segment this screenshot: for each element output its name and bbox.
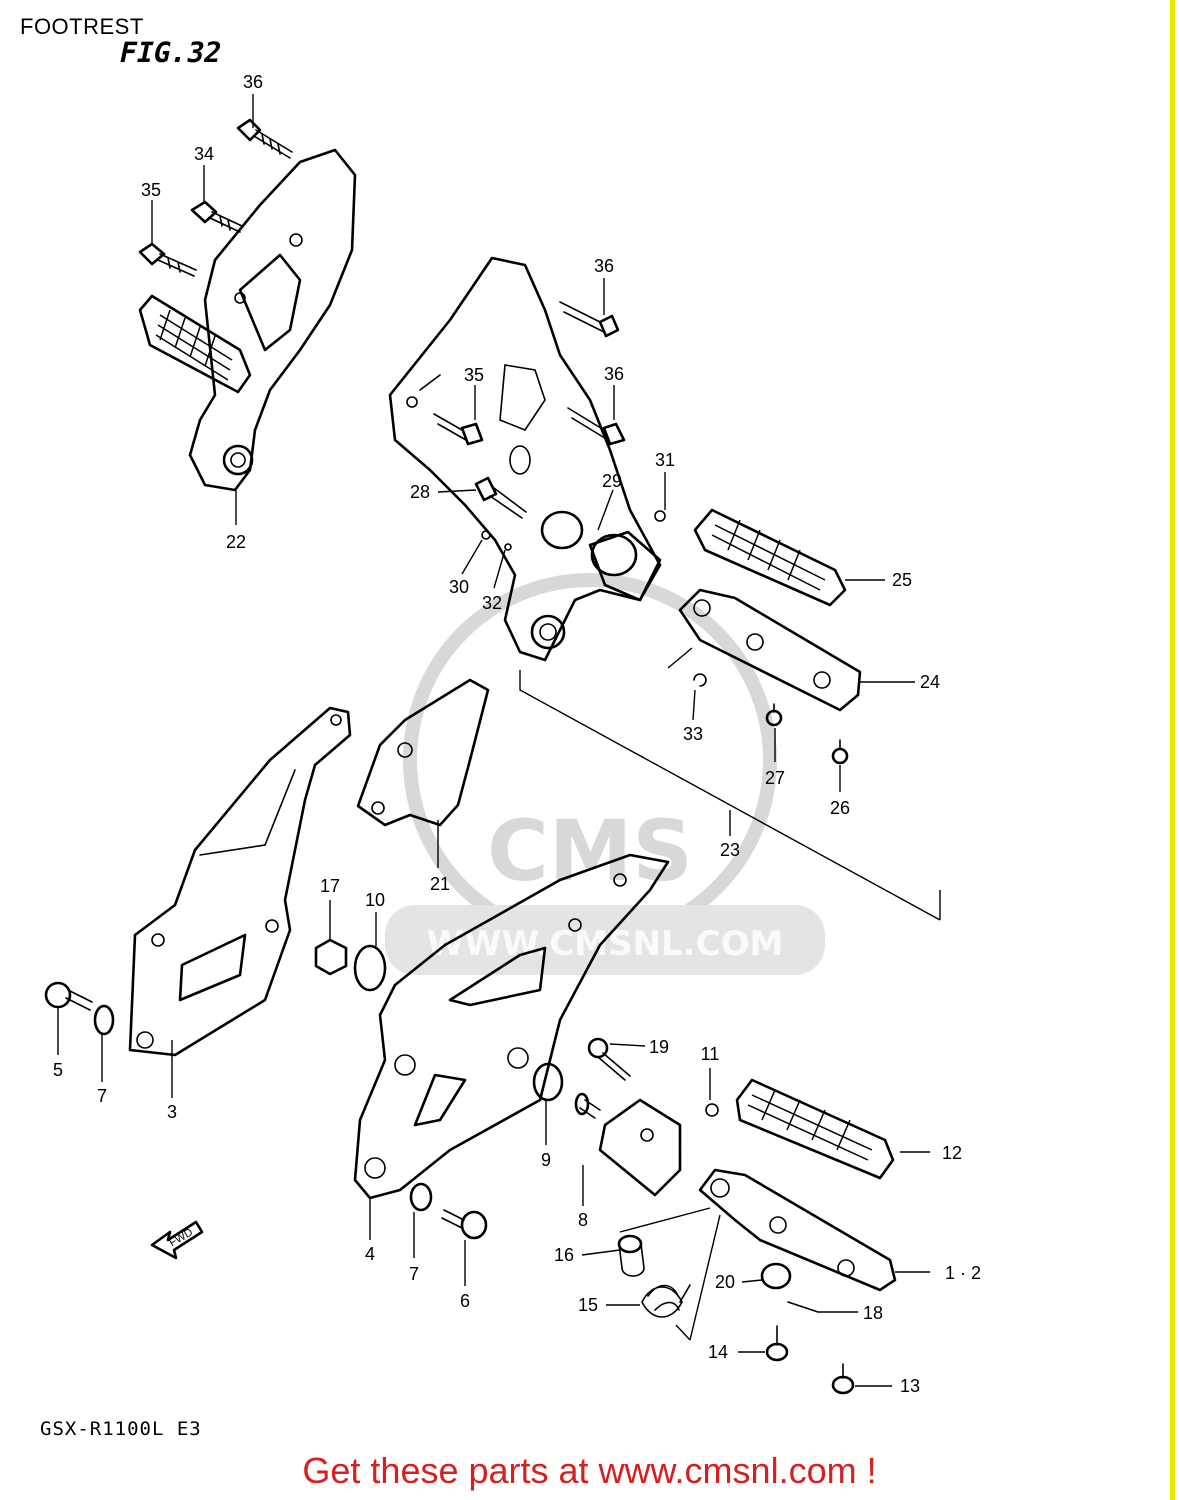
washer-29 [540,510,584,550]
callout-16: 16 [554,1245,574,1265]
callout-26: 26 [830,798,850,818]
pivot-block [588,530,662,602]
callout-6: 6 [460,1291,470,1311]
page-title: FOOTREST [20,14,144,39]
callout-21: 21 [430,874,450,894]
callout-28: 28 [410,482,430,502]
part-24-footpeg [678,588,862,712]
callout-labels: 36 34 35 22 36 35 36 28 29 31 30 32 25 2… [53,72,981,1396]
callout-27: 27 [765,768,785,788]
part-1-2-footpeg [698,1168,897,1292]
callout-9: 9 [541,1150,551,1170]
clip-31 [654,510,666,522]
callout-32: 32 [482,593,502,613]
callout-22: 22 [226,532,246,552]
callout-35: 35 [141,180,161,200]
callout-30: 30 [449,577,469,597]
right-edge-bar [1170,0,1175,1500]
bolt-34 [190,200,243,233]
callout-13: 13 [900,1376,920,1396]
callout-36: 36 [243,72,263,92]
part-12-rubber [735,1078,895,1180]
callout-5: 5 [53,1060,63,1080]
callout-15: 15 [578,1295,598,1315]
callout-leaders [57,94,930,1387]
callout-36: 36 [594,256,614,276]
collar-16 [617,1234,645,1277]
callout-4: 4 [365,1244,375,1264]
assembly-lines [619,1207,721,1341]
washer-10 [353,944,387,992]
part-4-bracket [353,853,670,1200]
bolt-5 [44,981,93,1011]
callout-18: 18 [863,1303,883,1323]
callout-23: 23 [720,840,740,860]
callout-17: 17 [320,876,340,896]
callout-36: 36 [604,364,624,384]
part-22-footpeg [138,294,252,394]
callout-19: 19 [649,1037,669,1057]
bolt-6 [441,1209,488,1240]
part-22-bracket [188,148,357,492]
bolt-36-right-top [559,301,620,338]
watermark-url-text: WWW.CMSNL.COM [427,924,784,964]
bolt-13 [831,1363,855,1395]
callout-7: 7 [409,1264,419,1284]
pin-30 [481,530,491,540]
callout-14: 14 [708,1342,728,1362]
nut-17 [314,938,348,976]
part-25-rubber [693,508,847,607]
cotter-pin-18 [787,1301,819,1313]
pin-32 [504,543,512,551]
callout-7: 7 [97,1086,107,1106]
callout-24: 24 [920,672,940,692]
spring-15 [641,1284,691,1318]
washer-20 [760,1262,792,1290]
bolt-36-right-mid [567,407,626,446]
part-3-bracket [128,706,352,1057]
callout-12: 12 [942,1143,962,1163]
washer-7-left [93,1004,115,1036]
fwd-arrow: FWD [150,1220,204,1260]
callout-1-2: 1 · 2 [945,1263,981,1283]
callout-8: 8 [578,1210,588,1230]
callout-31: 31 [655,450,675,470]
callout-11: 11 [701,1044,720,1064]
cms-watermark: CMS WWW.CMSNL.COM [385,573,825,975]
clip-33 [667,647,707,687]
callout-10: 10 [365,890,385,910]
bolt-35-upper [138,242,197,277]
clip-11 [705,1103,719,1117]
bolt-28 [474,476,527,519]
part-23-bracket [388,256,941,921]
bolt-35-right [433,413,484,446]
bolt-36-upper [236,118,293,159]
callout-20: 20 [715,1272,735,1292]
pivot-8 [574,1092,682,1197]
callout-33: 33 [683,724,703,744]
pin-19 [587,1037,631,1081]
bolt-14 [765,1325,789,1362]
watermark-logo-text: CMS [487,802,693,900]
bolt-26 [831,739,849,765]
washer-7-lower [409,1182,433,1212]
footer-shop-link[interactable]: Get these parts at www.cmsnl.com ! [302,1450,877,1491]
bolt-27 [765,703,783,727]
callout-29: 29 [602,471,622,491]
washer-9 [532,1062,564,1102]
model-code: GSX-R1100L E3 [40,1418,202,1440]
callout-35: 35 [464,365,484,385]
callout-3: 3 [167,1102,177,1122]
callout-25: 25 [892,570,912,590]
exploded-parts-diagram: CMS WWW.CMSNL.COM [44,72,981,1396]
callout-34: 34 [194,144,214,164]
part-21-plate [356,678,490,827]
